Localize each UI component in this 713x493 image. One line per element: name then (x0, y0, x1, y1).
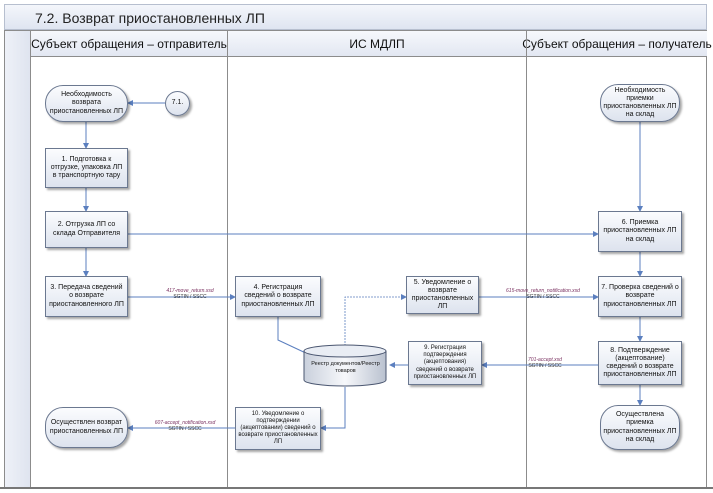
message-label-615: 615-move_return_notification.xsd SGTIN /… (498, 288, 588, 300)
registry-store: Реестр документов/Реестр товаров (301, 344, 390, 388)
message-schema: 607-accept_notification.xsd (154, 420, 216, 426)
step-2-box: 2. Отгрузка ЛП со склада Отправителя (45, 211, 128, 248)
message-label-417: 417-move_return.xsd SGTIN / SSCC (150, 288, 230, 300)
lane-divider (227, 31, 228, 487)
page-bottom-rule (0, 487, 713, 489)
connector-7-1-node: 7.1. (165, 91, 190, 116)
start-sender-node: Необходимость возврата приостановленных … (45, 85, 128, 122)
step-6-box: 6. Приемка приостановленных ЛП на склад (598, 211, 682, 252)
start-receiver-node: Необходимость приемки приостановленных Л… (600, 84, 680, 122)
lane-header-mdlp: ИС МДЛП (228, 31, 526, 57)
step-9-box: 9. Регистрация подтверждения (акцептован… (408, 341, 482, 385)
lane-divider (526, 31, 527, 487)
message-identifiers: SGTIN / SSCC (173, 294, 207, 300)
message-identifiers: SGTIN / SSCC (168, 426, 202, 432)
step-3-box: 3. Передача сведений о возврате приостан… (45, 276, 128, 317)
message-schema: 615-move_return_notification.xsd (506, 288, 580, 294)
step-8-box: 8. Подтверждение (акцептование) сведений… (598, 341, 682, 385)
database-icon (303, 344, 387, 387)
message-identifiers: SGTIN / SSCC (526, 294, 560, 300)
step-5-box: 5. Уведомление о возврате приостановленн… (406, 276, 479, 314)
step-4-box: 4. Регистрация сведений о возврате приос… (235, 276, 321, 317)
message-schema: 417-move_return.xsd (166, 288, 214, 294)
step-1-box: 1. Подготовка к отгрузке, упаковка ЛП в … (45, 148, 128, 188)
lane-header-sender: Субъект обращения – отправитель (31, 31, 227, 57)
message-label-701: 701-accept.xsd SGTIN / SSCC (510, 357, 580, 369)
step-7-box: 7. Проверка сведений о возврате приостан… (598, 276, 682, 317)
message-label-607: 607-accept_notification.xsd SGTIN / SSCC (140, 420, 230, 432)
lane-header-receiver: Субъект обращения – получатель (522, 31, 712, 57)
end-sender-node: Осуществлен возврат приостановленных ЛП (45, 407, 128, 448)
diagram-title: 7.2. Возврат приостановленных ЛП (35, 10, 265, 26)
title-bar: 7.2. Возврат приостановленных ЛП (4, 4, 707, 30)
registry-label: Реестр документов/Реестр товаров (311, 361, 380, 374)
step-10-box: 10. Уведомление о подтверждении (акцепто… (235, 407, 321, 450)
lane-side-strip (5, 31, 31, 487)
end-receiver-node: Осуществлена приемка приостановленных ЛП… (600, 405, 680, 450)
message-schema: 701-accept.xsd (528, 357, 562, 363)
message-identifiers: SGTIN / SSCC (528, 363, 562, 369)
